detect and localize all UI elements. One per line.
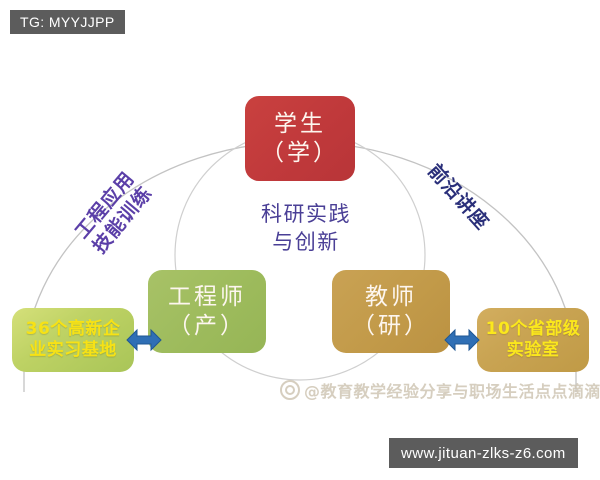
double-arrow-icon-left bbox=[126, 328, 162, 352]
node-engineer[interactable]: 工程师 （产） bbox=[148, 270, 266, 353]
double-arrow-icon-right bbox=[444, 328, 480, 352]
node-teacher-title: 教师 bbox=[365, 283, 417, 310]
tg-badge: TG: MYYJJPP bbox=[10, 10, 125, 34]
node-student-subtitle: （学） bbox=[261, 139, 339, 166]
site-url-badge-text: www.jituan-zlks-z6.com bbox=[401, 444, 566, 462]
watermark: @教育教学经验分享与职场生活点点滴滴 bbox=[280, 379, 600, 401]
node-teacher[interactable]: 教师 （研） bbox=[332, 270, 450, 353]
node-internship-bases-line1: 36个高新企 bbox=[25, 318, 121, 339]
node-provincial-labs[interactable]: 10个省部级 实验室 bbox=[477, 308, 589, 372]
node-student[interactable]: 学生 （学） bbox=[245, 96, 355, 181]
node-engineer-subtitle: （产） bbox=[168, 312, 246, 339]
watermark-text: @教育教学经验分享与职场生活点点滴滴 bbox=[304, 382, 600, 401]
weibo-logo-icon bbox=[280, 380, 300, 400]
node-student-title: 学生 bbox=[274, 110, 326, 137]
node-teacher-subtitle: （研） bbox=[352, 312, 430, 339]
node-internship-bases[interactable]: 36个高新企 业实习基地 bbox=[12, 308, 134, 372]
tg-badge-text: TG: MYYJJPP bbox=[20, 14, 115, 30]
label-research-innovation-line2: 与创新 bbox=[272, 230, 340, 255]
node-internship-bases-line2: 业实习基地 bbox=[29, 340, 117, 360]
node-provincial-labs-line2: 实验室 bbox=[506, 340, 560, 360]
label-research-innovation: 科研实践 与创新 bbox=[236, 200, 376, 257]
label-research-innovation-line1: 科研实践 bbox=[261, 202, 351, 226]
site-url-badge: www.jituan-zlks-z6.com bbox=[389, 438, 578, 468]
node-engineer-title: 工程师 bbox=[168, 283, 246, 310]
node-provincial-labs-line1: 10个省部级 bbox=[485, 318, 581, 339]
